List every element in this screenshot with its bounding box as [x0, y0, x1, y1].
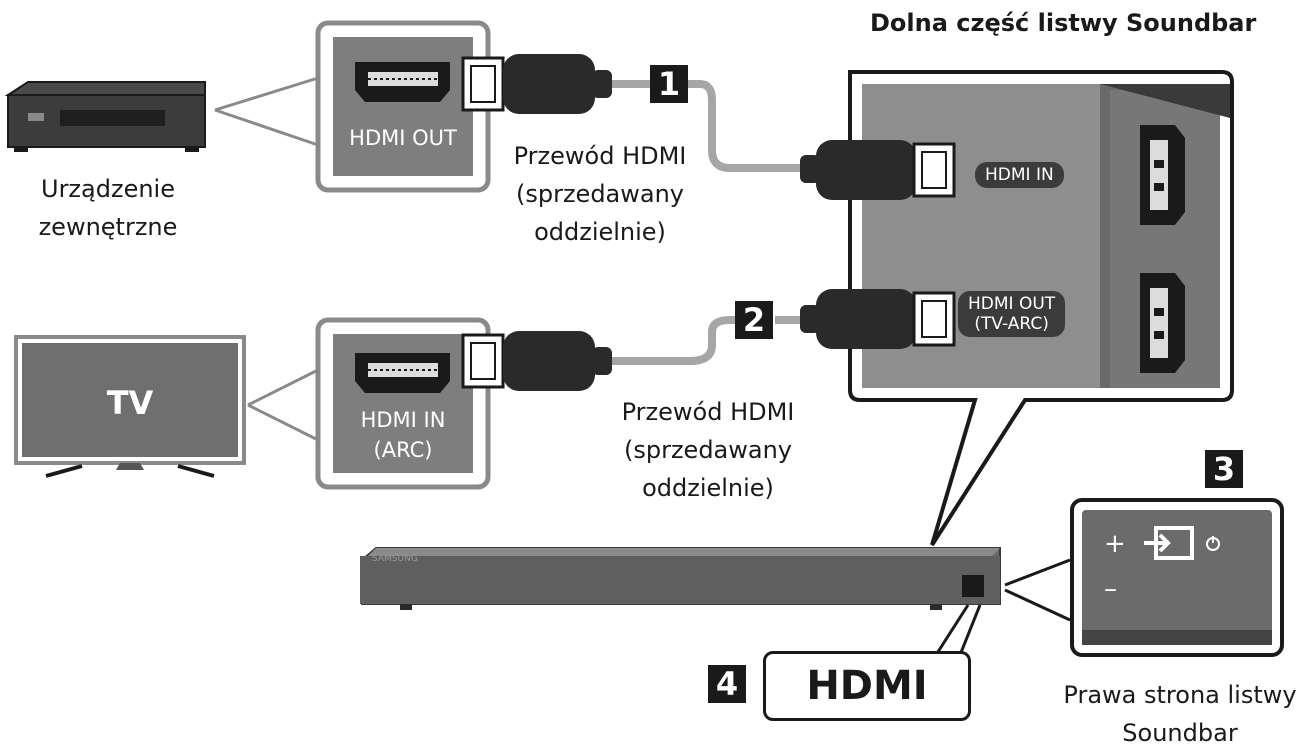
external-device-line1: Urządzenie: [41, 175, 175, 203]
soundbar-hdmi-port-icon: [962, 575, 984, 597]
cable-1-wire: [688, 80, 800, 172]
soundbar-hdmi-in-port-icon: [1140, 125, 1185, 225]
side-panel-caption: Prawa strona listwy Soundbar: [1060, 676, 1300, 752]
external-device-line2: zewnętrzne: [38, 213, 178, 241]
tv-icon: [14, 335, 246, 478]
step-3-badge: 3: [1205, 450, 1243, 488]
cable-1-plug-icon: [461, 54, 612, 114]
side-panel-caption-line1: Prawa strona listwy: [1063, 681, 1297, 709]
cable-2-line2: (sprzedawany: [623, 436, 793, 464]
soundbar-hdmi-out-label: HDMI OUT (TV-ARC): [958, 291, 1066, 337]
hdmi-in-arc-port-label: HDMI IN (ARC): [333, 405, 473, 465]
external-device-icon: [4, 81, 206, 152]
cable-1-label: Przewód HDMI (sprzedawany oddzielnie): [500, 137, 700, 251]
step-2-badge: 2: [735, 301, 773, 339]
power-icon: [1206, 536, 1220, 551]
soundbar-icon: [360, 547, 1001, 610]
soundbar-bottom-title: Dolna część listwy Soundbar: [870, 9, 1257, 37]
hdmi-out-port-icon: [355, 62, 450, 102]
soundbar-hdmi-out-line1: HDMI OUT: [968, 294, 1056, 314]
hdmi-in-arc-port-icon: [355, 353, 450, 393]
soundbar-logo: SAMSUNG: [372, 554, 418, 564]
cable-1-line3: oddzielnie): [534, 218, 666, 246]
external-device-label: Urządzenie zewnętrzne: [28, 170, 188, 246]
volume-down-icon: –: [1104, 574, 1117, 604]
cable-2-soundbar-plug-icon: [800, 289, 956, 349]
soundbar-hdmi-out-line2: (TV-ARC): [974, 314, 1049, 334]
side-panel-caption-line2: Soundbar: [1122, 719, 1238, 747]
source-icon: [1144, 526, 1194, 560]
cable-2-line1: Przewód HDMI: [621, 398, 795, 426]
step-4-badge: 4: [708, 665, 746, 703]
cable-1-line2: (sprzedawany: [515, 180, 685, 208]
cable-2-wire: [612, 316, 735, 365]
soundbar-hdmi-out-port-icon: [1140, 273, 1185, 373]
cable-2-line3: oddzielnie): [642, 474, 774, 502]
cable-2-plug-icon: [461, 331, 612, 391]
hdmi-tag-label: HDMI: [763, 651, 971, 721]
cable-1-line1: Przewód HDMI: [513, 142, 687, 170]
hdmi-in-arc-line2: (ARC): [373, 438, 433, 462]
hdmi-out-port-label: HDMI OUT: [349, 126, 457, 150]
cable-1-soundbar-plug-icon: [800, 140, 956, 200]
tv-label: TV: [106, 384, 154, 422]
soundbar-hdmi-in-label: HDMI IN: [975, 162, 1064, 188]
cable-2-label: Przewód HDMI (sprzedawany oddzielnie): [608, 393, 808, 507]
volume-up-icon: +: [1104, 529, 1126, 559]
hdmi-in-arc-line1: HDMI IN: [360, 408, 446, 432]
step-1-badge: 1: [650, 65, 688, 103]
